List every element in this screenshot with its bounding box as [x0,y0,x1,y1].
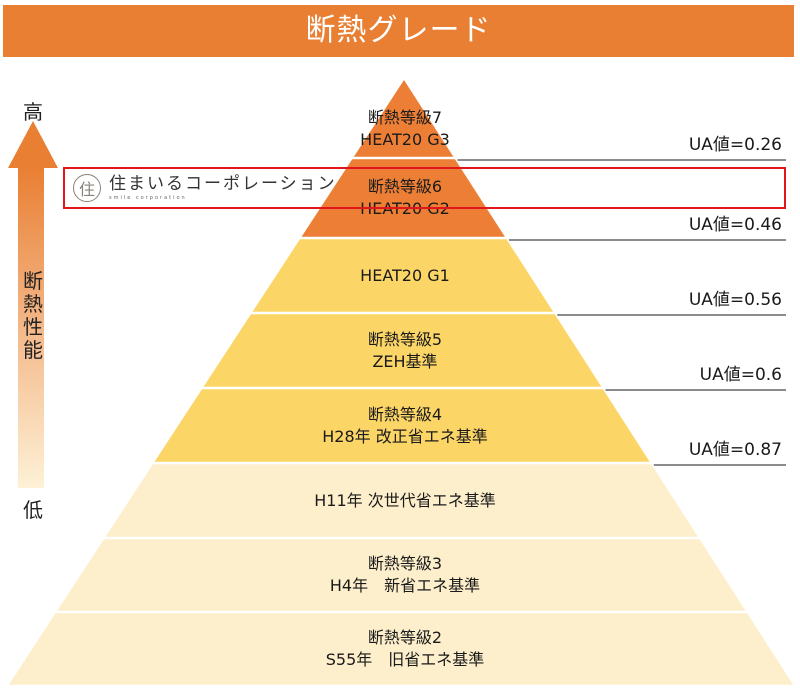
axis-low-label: 低 [23,498,43,522]
tier-label-line1: 断熱等級3 [367,554,443,573]
tier-label-line2: H4年 新省エネ基準 [329,576,481,595]
highlight-box [63,167,786,209]
axis-high-label: 高 [23,100,43,124]
tier-label-line1: 断熱等級4 [367,404,443,424]
tier-label-line1: HEAT20 G1 [360,265,450,285]
pyramid-tier [57,539,746,611]
axis-title: 断熱性能 [23,269,43,362]
tier-label-line2: S55年 旧省エネ基準 [325,650,485,669]
pyramid-tier [301,159,505,237]
tier-label-line1: 断熱等級7 [367,108,443,127]
pyramid-tier [8,613,794,685]
ua-value-label: UA値=0.56 [688,290,782,310]
ua-value-label: UA値=0.87 [688,440,782,460]
pyramid-tier [252,239,554,312]
logo-mark-icon: 住 [73,174,101,202]
pyramid-tier [203,314,602,387]
ua-value-label: UA値=0.46 [688,215,782,235]
arrow-up-icon [8,121,58,488]
ua-value-label: UA値=0.26 [688,135,782,155]
pyramid-tier [154,389,650,462]
tier-label-line2: H28年 改正省エネ基準 [322,426,488,446]
tier-label: HEAT20 G1 [300,265,510,287]
ua-value-label: UA値=0.6 [699,365,782,385]
logo-name: 住まいるコーポレーション [109,173,337,194]
pyramid-tier [105,464,698,537]
pyramid-tier [353,80,454,157]
tier-label-line1: 断熱等級6 [367,177,443,196]
company-logo: 住 住まいるコーポレーション smile corporation [73,174,337,202]
tier-label-line1: H11年 次世代省エネ基準 [314,490,496,510]
logo-subtitle: smile corporation [109,194,187,201]
tier-label: H11年 次世代省エネ基準 [300,490,510,512]
tier-label-line2: ZEH基準 [372,351,438,371]
tier-label-line2: HEAT20 G3 [360,130,450,149]
tier-label-line1: 断熱等級5 [367,329,443,349]
page-title: 断熱グレード [3,5,794,57]
tier-label-line1: 断熱等級2 [367,628,443,647]
